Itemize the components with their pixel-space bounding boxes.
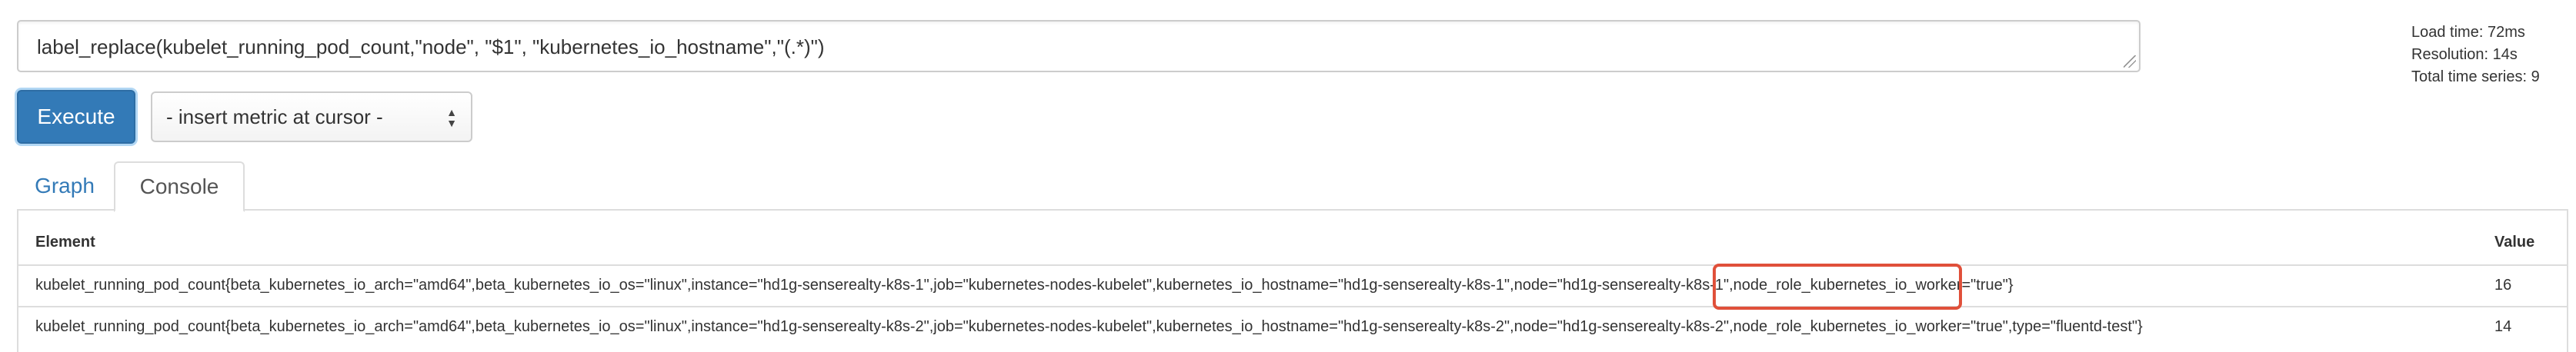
metric-select-value: - insert metric at cursor -: [166, 105, 383, 128]
row-element: kubelet_running_pod_count{beta_kubernete…: [35, 318, 2143, 335]
table-row: kubelet_running_pod_count{beta_kubernete…: [18, 306, 2567, 347]
expression-text[interactable]: label_replace(kubelet_running_pod_count,…: [37, 35, 825, 58]
column-header-element: Element: [35, 234, 95, 251]
insert-metric-select[interactable]: - insert metric at cursor - ▲▼: [151, 91, 472, 142]
resize-handle-icon[interactable]: [2124, 55, 2136, 68]
column-header-value: Value: [2494, 234, 2535, 251]
resolution: Resolution: 14s: [2411, 46, 2518, 63]
row-value: 16: [2494, 277, 2512, 294]
query-stats: Load time: 72ms Resolution: 14s Total ti…: [2411, 22, 2540, 88]
expression-input[interactable]: label_replace(kubelet_running_pod_count,…: [17, 20, 2141, 72]
table-row: kubelet_running_pod_count{beta_kubernete…: [18, 264, 2567, 306]
row-element: kubelet_running_pod_count{beta_kubernete…: [35, 277, 2014, 294]
load-time: Load time: 72ms: [2411, 24, 2525, 41]
tab-graph[interactable]: Graph: [35, 174, 95, 198]
total-time-series: Total time series: 9: [2411, 68, 2540, 85]
select-arrows-icon: ▲▼: [446, 106, 457, 129]
execute-button[interactable]: Execute: [17, 90, 135, 144]
tab-console[interactable]: Console: [114, 161, 245, 212]
row-value: 14: [2494, 318, 2512, 335]
view-tabs: Graph Console: [17, 161, 2568, 212]
console-results-table: Element Value kubelet_running_pod_count{…: [17, 209, 2568, 352]
